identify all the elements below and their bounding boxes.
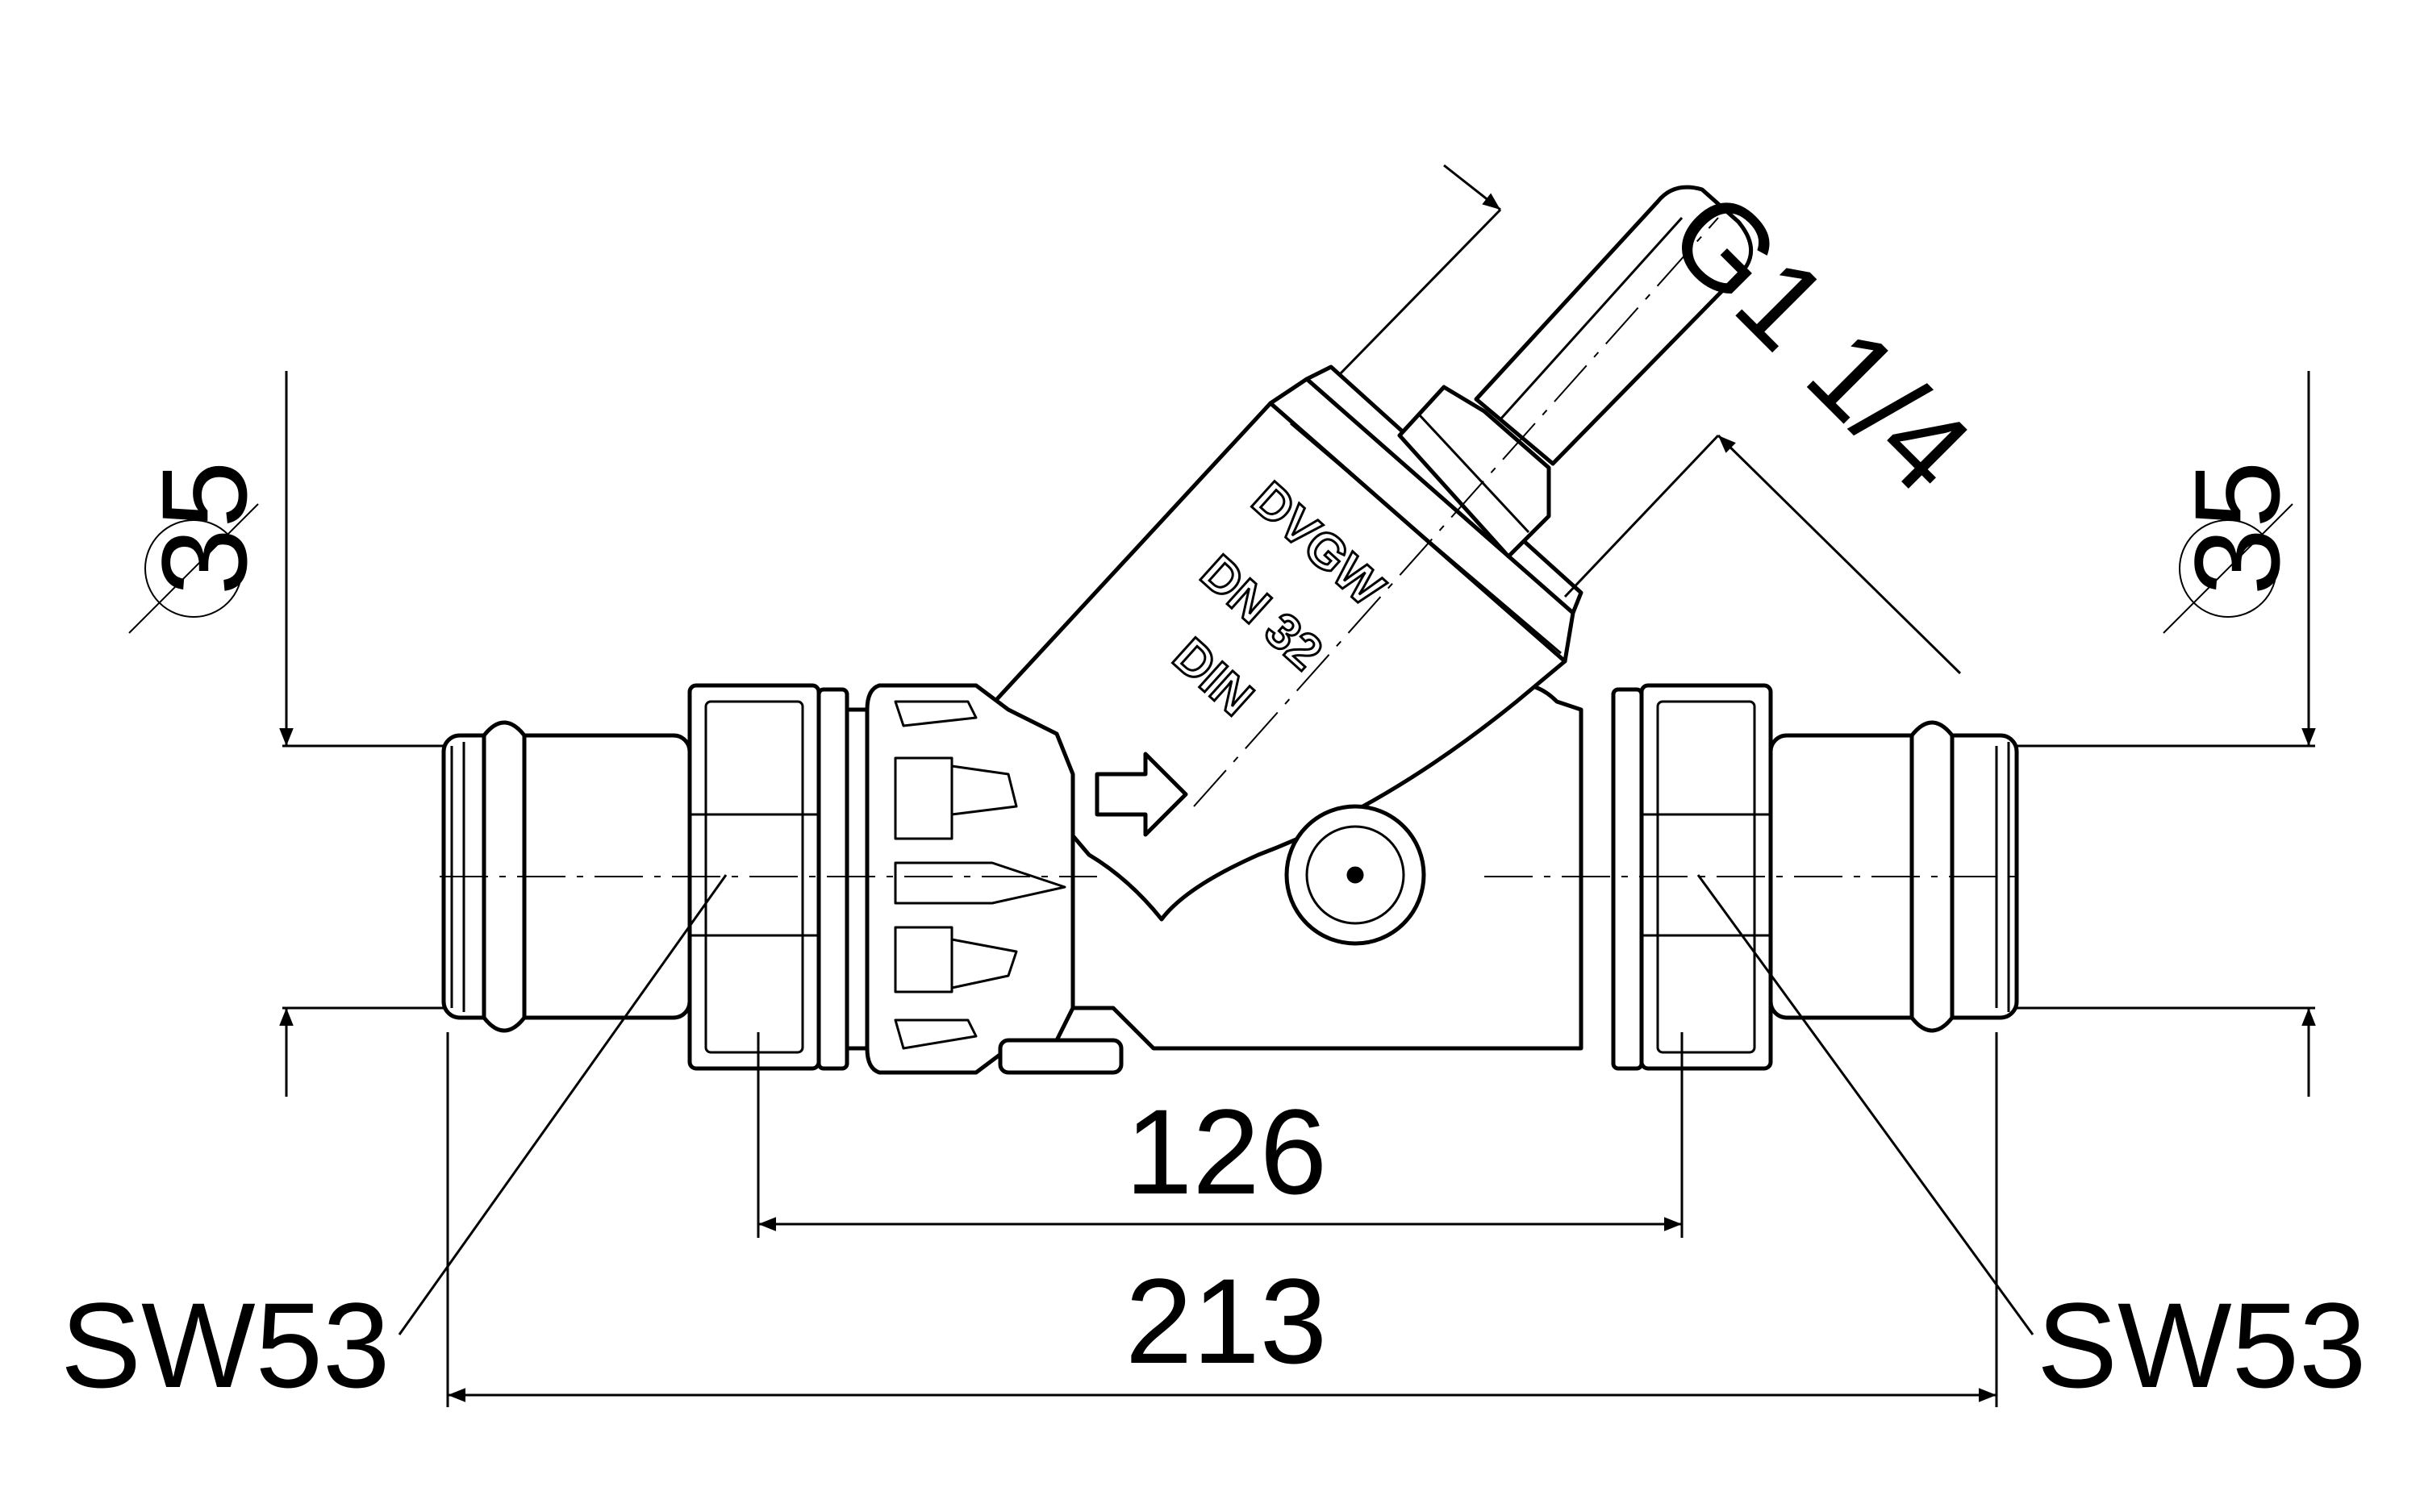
diameter-symbols bbox=[128, 503, 2293, 634]
valve bbox=[441, 185, 2019, 1075]
left-diameter-symbol bbox=[144, 519, 243, 618]
right-diameter-label: 35 bbox=[2169, 461, 2305, 596]
test-port bbox=[1284, 804, 1426, 946]
right-union-nut bbox=[1611, 683, 1773, 1071]
center-lines bbox=[440, 217, 2021, 877]
spindle bbox=[1474, 185, 1754, 466]
drain-boss bbox=[998, 1038, 1124, 1075]
right-diameter-symbol bbox=[2179, 519, 2277, 618]
left-wrench-size-label: SW53 bbox=[60, 1277, 390, 1413]
flow-direction-arrow bbox=[1095, 752, 1188, 837]
dimension-lines bbox=[279, 164, 2316, 1407]
left-diameter-label: 35 bbox=[136, 461, 272, 596]
overall-length-label: 213 bbox=[1125, 1253, 1327, 1389]
toothed-collar bbox=[865, 683, 1075, 1075]
nut-spacing-label: 126 bbox=[1125, 1084, 1327, 1219]
right-wrench-size-label: SW53 bbox=[2037, 1277, 2366, 1413]
thread-size-label: G1 1/4 bbox=[1644, 165, 1996, 518]
